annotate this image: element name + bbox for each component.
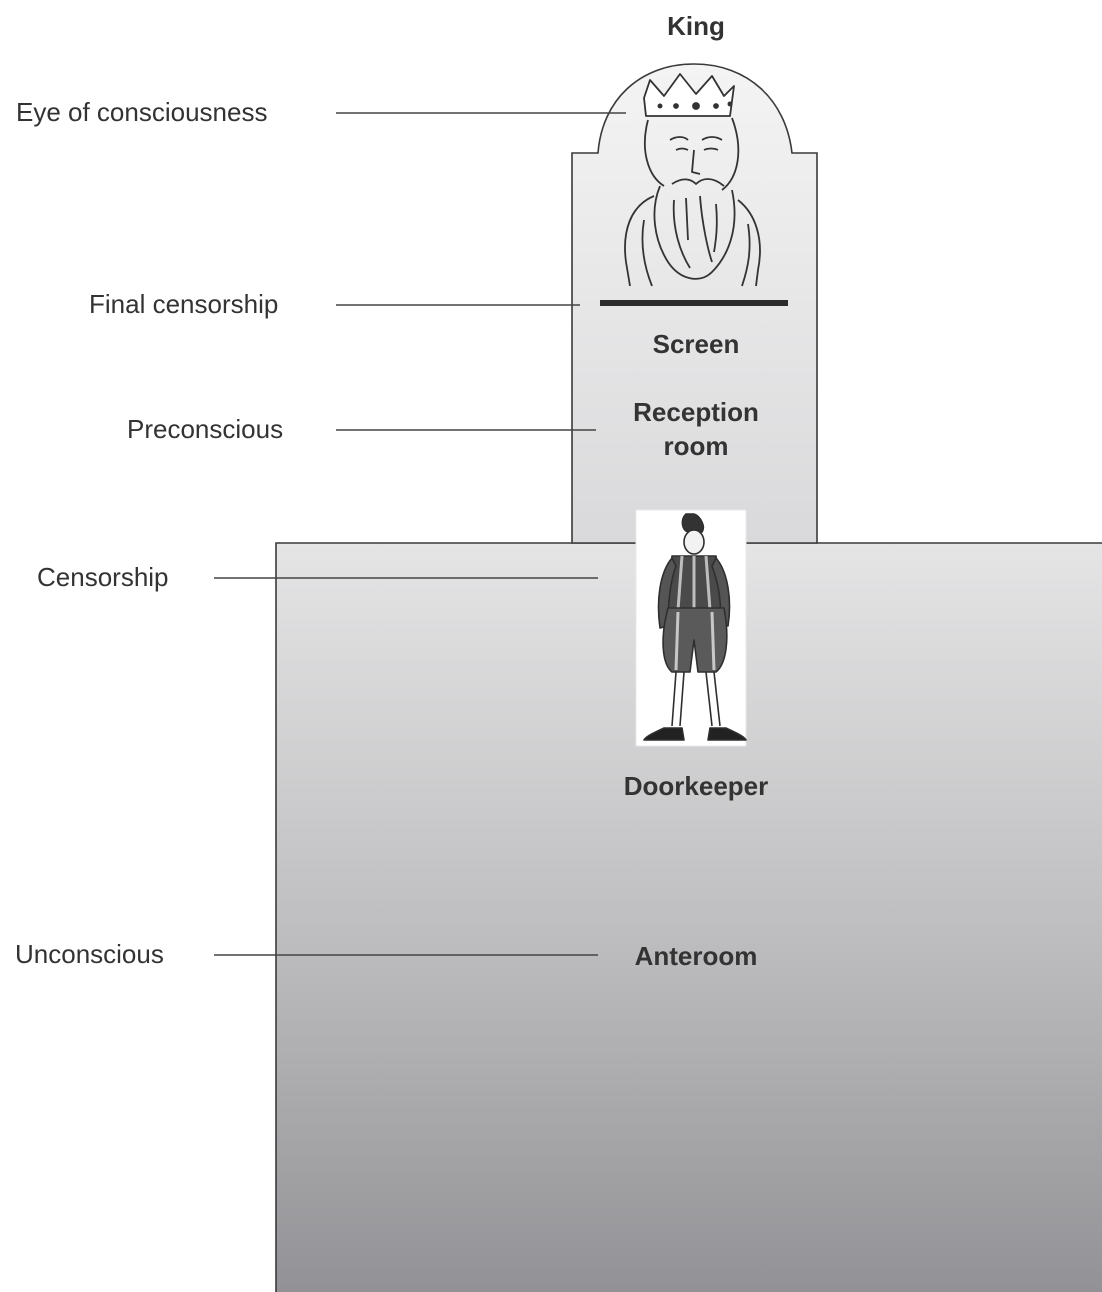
label-censorship: Censorship xyxy=(37,564,169,590)
label-preconscious: Preconscious xyxy=(127,416,283,442)
label-screen: Screen xyxy=(596,328,796,362)
label-king: King xyxy=(596,10,796,44)
label-anteroom: Anteroom xyxy=(596,940,796,974)
label-eye-of-consciousness: Eye of consciousness xyxy=(16,99,267,125)
label-unconscious: Unconscious xyxy=(15,941,164,967)
label-doorkeeper: Doorkeeper xyxy=(596,770,796,804)
doorkeeper-figure-icon xyxy=(636,510,746,746)
screen-bar xyxy=(600,300,788,306)
label-final-censorship: Final censorship xyxy=(89,291,278,317)
label-reception-room: Reception room xyxy=(596,396,796,464)
